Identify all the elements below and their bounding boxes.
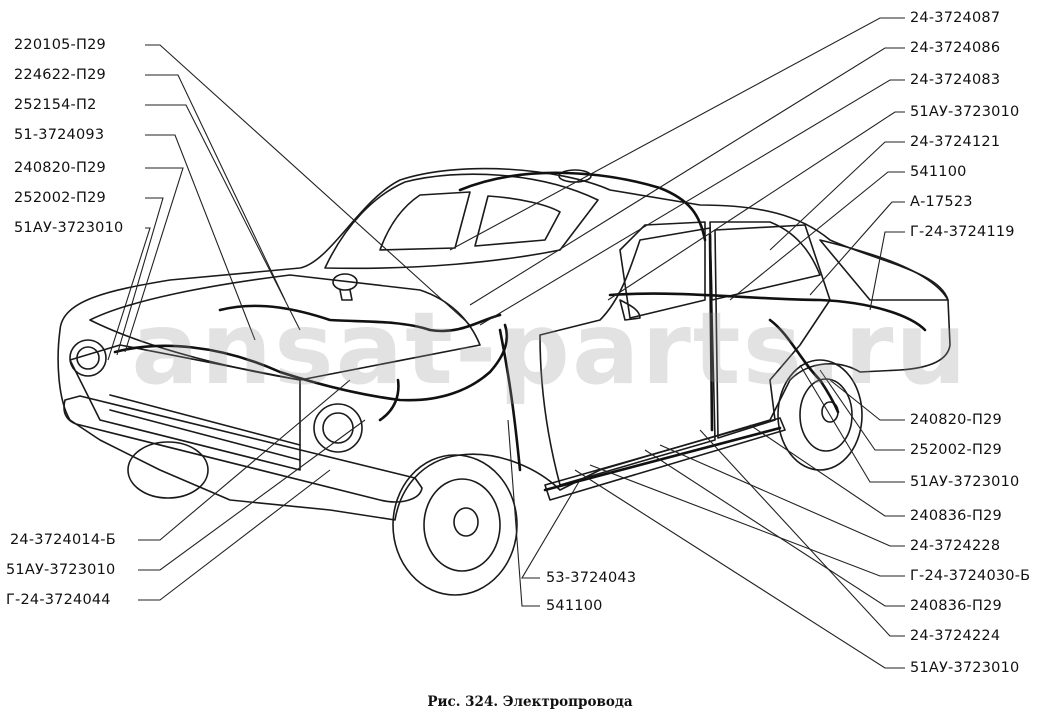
headlight-right	[313, 403, 363, 453]
label-left-0: 220105-П29	[14, 37, 106, 53]
label-right-bottom-6: 240836-П29	[910, 598, 1002, 614]
windshield	[324, 173, 599, 270]
harness-rear	[608, 292, 927, 332]
hood	[89, 274, 481, 381]
label-right-bottom-5: Г-24-3724030-Б	[910, 568, 1031, 584]
label-right-bottom-4: 24-3724228	[910, 538, 1001, 554]
label-bottom-left-1: 51АУ-3723010	[6, 562, 116, 578]
label-right-bottom-1: 252002-П29	[910, 442, 1002, 458]
label-bottom-left-0: 24-3724014-Б	[10, 532, 116, 548]
figure-caption: Рис. 324. Электропровода	[427, 694, 633, 710]
harness-sill	[543, 426, 782, 492]
label-right-bottom-0: 240820-П29	[910, 412, 1002, 428]
label-right-bottom-2: 51АУ-3723010	[910, 474, 1020, 490]
label-left-4: 240820-П29	[14, 160, 106, 176]
label-bottom-center-0: 53-3724043	[546, 570, 637, 586]
label-left-6: 51АУ-3723010	[14, 220, 124, 236]
front-wheel	[392, 454, 518, 596]
label-left-5: 252002-П29	[14, 190, 106, 206]
harness-engine	[218, 304, 502, 333]
rear-door	[714, 224, 831, 439]
harness-rear-wheel	[768, 318, 840, 414]
headlight-left	[69, 339, 107, 377]
label-left-1: 224622-П29	[14, 67, 106, 83]
label-right-top-7: Г-24-3724119	[910, 224, 1015, 240]
front-door	[539, 227, 716, 486]
car-body-outline	[57, 167, 951, 521]
label-right-top-5: 541100	[910, 164, 967, 180]
label-right-bottom-7: 24-3724224	[910, 628, 1001, 644]
harness-front	[113, 323, 509, 402]
label-right-top-2: 24-3724083	[910, 72, 1001, 88]
label-left-2: 252154-П2	[14, 97, 97, 113]
harness-pillar	[498, 328, 522, 472]
label-right-top-4: 24-3724121	[910, 134, 1001, 150]
label-right-bottom-3: 240836-П29	[910, 508, 1002, 524]
rear-wheel	[777, 359, 863, 471]
label-right-top-0: 24-3724087	[910, 10, 1001, 26]
label-right-top-6: А-17523	[910, 194, 973, 210]
side-window-rear	[709, 221, 821, 301]
front-bumper	[63, 395, 423, 503]
label-left-3: 51-3724093	[14, 127, 105, 143]
label-right-top-3: 51АУ-3723010	[910, 104, 1020, 120]
label-right-bottom-8: 51АУ-3723010	[910, 660, 1020, 676]
label-bottom-left-2: Г-24-3724044	[6, 592, 111, 608]
harness-roof	[458, 171, 707, 242]
label-right-top-1: 24-3724086	[910, 40, 1001, 56]
label-bottom-center-1: 541100	[546, 598, 603, 614]
